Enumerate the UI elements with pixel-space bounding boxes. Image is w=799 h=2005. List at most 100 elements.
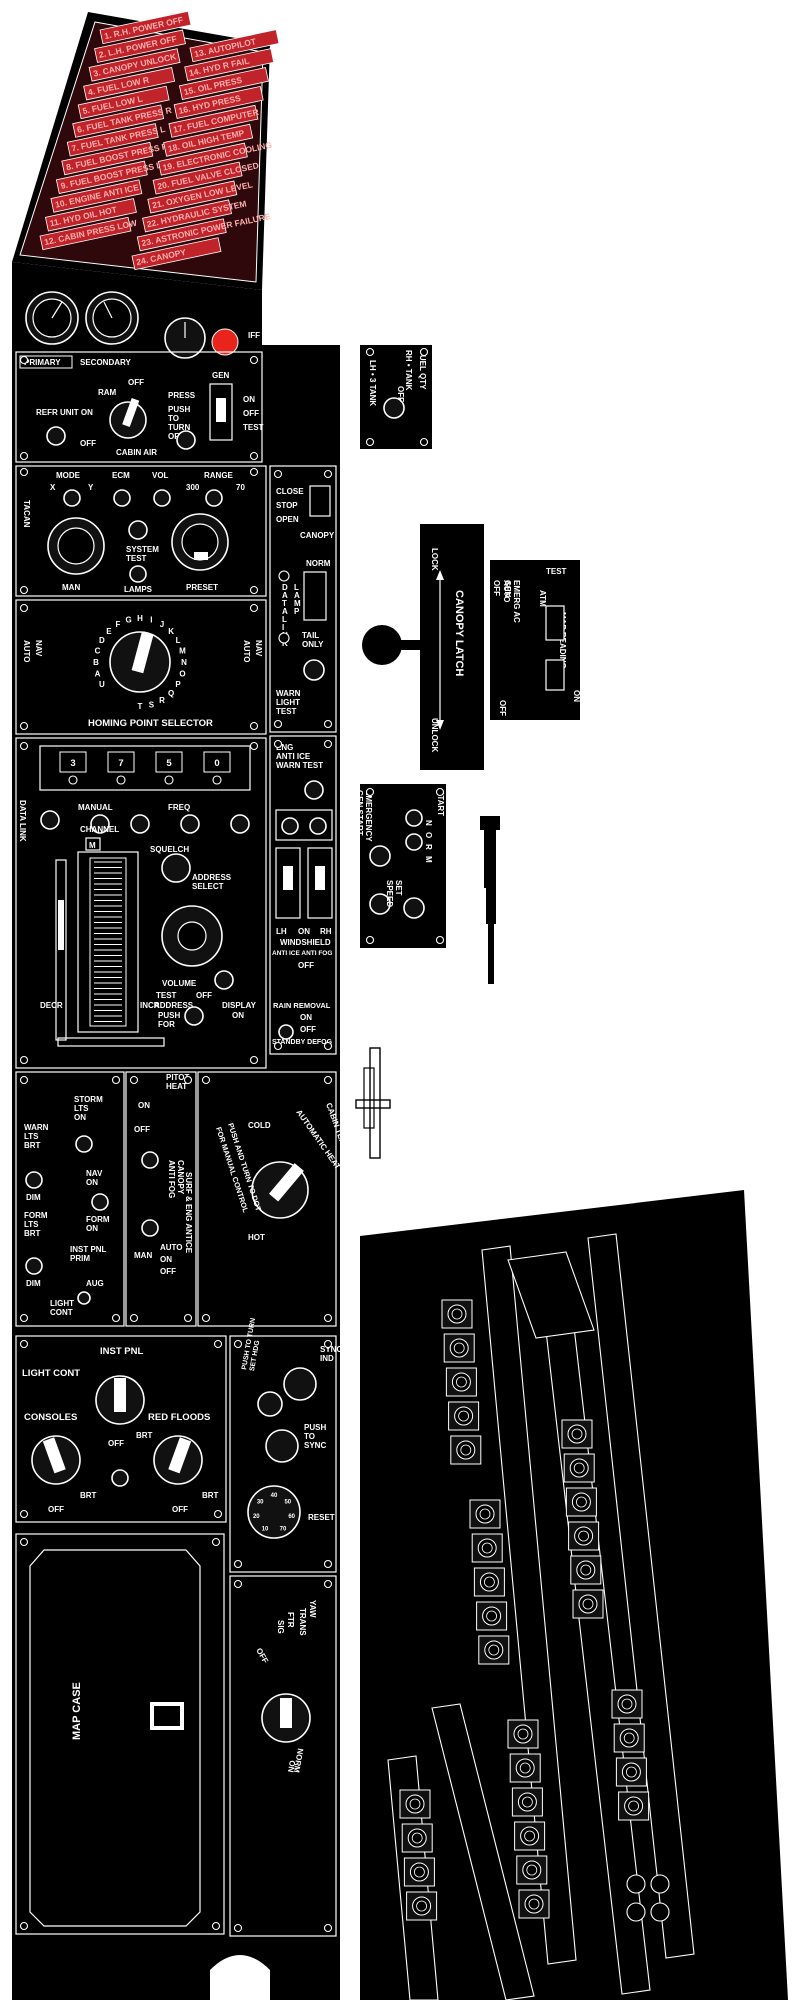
map-reading-switch[interactable] [545,659,565,691]
circuit-breaker[interactable] [563,1453,595,1483]
circuit-breaker[interactable] [473,1567,505,1597]
tp-off: OFF [492,580,501,596]
compass-dial[interactable] [247,1485,301,1539]
inst-knob-small[interactable] [111,1469,129,1487]
circuit-breaker[interactable] [448,1401,480,1431]
display-switch[interactable] [184,1006,204,1026]
circuit-breaker[interactable] [443,1333,475,1363]
circuit-breaker[interactable] [561,1419,593,1449]
homing-letter: M [179,647,186,656]
canopy-anti-fog-knob[interactable] [141,1219,159,1237]
homing-letter: E [106,627,112,636]
air-off-small: OFF [80,439,96,448]
datalink-lamp-switch[interactable] [303,571,327,621]
dl-knob-1[interactable] [40,810,60,830]
rh-windshield-switch[interactable] [307,847,333,919]
circuit-breaker[interactable] [445,1367,477,1397]
squelch-knob[interactable] [161,853,191,883]
range-switch[interactable] [205,489,223,507]
canopy-latch-handle[interactable] [362,625,422,665]
fuel-qty-switch[interactable] [383,397,405,419]
dl-knob-3[interactable] [130,814,150,834]
ecm-switch[interactable] [113,489,131,507]
circuit-breaker[interactable] [511,1787,543,1817]
circuit-breaker[interactable] [516,1855,548,1885]
circuit-breaker[interactable] [518,1889,550,1919]
emerg-gen-knob-5[interactable] [403,897,425,919]
warn-light-test-button[interactable] [303,659,325,681]
emerg-gen-knob-3[interactable] [369,845,391,867]
set-hdg-knob[interactable] [257,1391,283,1417]
circuit-breaker[interactable] [611,1689,643,1719]
preset-label: PRESET [186,583,218,592]
light-cont-knob[interactable] [77,1291,91,1305]
circuit-breaker[interactable] [509,1753,541,1783]
channel-slider-track[interactable] [55,859,67,1041]
circuit-breaker[interactable] [399,1789,431,1819]
circuit-breaker[interactable] [572,1589,604,1619]
form-lts-knob[interactable] [25,1257,43,1275]
dl-knob-2[interactable] [90,814,110,834]
circuit-breaker[interactable] [450,1435,482,1465]
m-label: M [89,841,96,850]
circuit-breaker[interactable] [615,1757,647,1787]
air-knob-2[interactable] [176,430,196,450]
antiice-knob-1[interactable] [281,817,299,835]
emerg-gen-knob-1[interactable] [405,809,423,827]
antiice-knob-2[interactable] [309,817,327,835]
channel-label: CHANNEL [80,825,119,834]
eng-antiice-test[interactable] [304,780,324,800]
warn-lts-knob[interactable] [25,1171,43,1189]
canopy-switch[interactable] [309,485,331,517]
breaker-strip [431,1703,535,2001]
vol-knob[interactable] [153,489,171,507]
range-label: RANGE [204,471,234,480]
digit-window [203,751,231,773]
auto-left: AUTO [22,640,31,663]
circuit-breaker[interactable] [469,1499,501,1529]
emerg-gen-switch[interactable] [545,605,565,641]
sync-ind-knob[interactable] [283,1367,317,1401]
circuit-breaker[interactable] [565,1487,597,1517]
screw [233,1579,243,1589]
circuit-breaker[interactable] [401,1823,433,1853]
storm-lts-switch[interactable] [75,1135,93,1153]
circuit-breaker[interactable] [478,1635,510,1665]
circuit-breaker[interactable] [403,1857,435,1887]
push-to-sync-knob[interactable] [265,1429,299,1463]
rain-removal-switch[interactable] [278,1024,294,1040]
display-label: DISPLAY [222,1001,257,1010]
lamps-button[interactable] [129,565,147,583]
system-test-button[interactable] [128,520,148,540]
circuit-breaker[interactable] [476,1601,508,1631]
dl-knob-5[interactable] [230,814,250,834]
circuit-breaker[interactable] [406,1891,438,1921]
pitot-heat-switch[interactable] [141,1151,159,1169]
circuit-breaker[interactable] [441,1299,473,1329]
nav-switch[interactable] [91,1193,109,1211]
screw [323,719,333,729]
emerg-gen-title: EMERGENCYGEN START [355,790,373,842]
screw [249,585,259,595]
screw [365,935,375,945]
emergency-gen-start-panel: EMERGENCYGEN START START N O R M SETSPEE… [355,784,446,948]
mode-switch[interactable] [63,489,81,507]
emerg-gen-knob-2[interactable] [405,833,423,851]
set-speed-knob[interactable] [369,893,391,915]
circuit-breaker[interactable] [507,1719,539,1749]
circuit-breaker[interactable] [570,1555,602,1585]
circuit-breaker[interactable] [514,1821,546,1851]
circuit-breaker[interactable] [568,1521,600,1551]
refr-unit-switch[interactable] [46,426,66,446]
screw [249,1055,259,1065]
circuit-breaker[interactable] [613,1723,645,1753]
volume-knob[interactable] [214,970,234,990]
dl-knob-4[interactable] [180,814,200,834]
surf-eng-antice-label: SURF & ENG ANTICE [184,1172,193,1254]
circuit-breaker[interactable] [618,1791,650,1821]
screw [19,1339,29,1349]
circuit-breaker[interactable] [471,1533,503,1563]
